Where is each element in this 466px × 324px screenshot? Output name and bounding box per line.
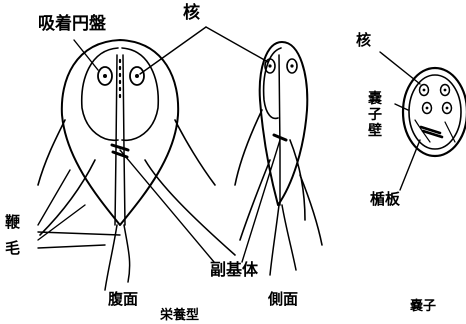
- cyst-outer-wall: [403, 68, 466, 156]
- parabasal-body-label: 副基体: [210, 262, 258, 278]
- cyst-wall-label-3: 壁: [368, 124, 382, 138]
- ventral-view-caption: 腹面: [108, 292, 138, 307]
- cyst: [403, 68, 466, 156]
- lateral-trophozoite: [235, 42, 322, 275]
- sucking-disc-label: 吸着円盤: [38, 16, 106, 33]
- flagellum-label-1: 鞭: [5, 215, 20, 230]
- cyst-nucleus-label: 核: [356, 33, 371, 48]
- trophozoite-caption: 栄養型: [160, 309, 199, 322]
- cyst-wall-label-1: 嚢: [368, 92, 382, 106]
- ventral-sucking-disc-left: [82, 48, 118, 140]
- cyst-wall-label-2: 子: [368, 108, 382, 122]
- lateral-view-caption: 側面: [268, 292, 298, 307]
- flagellum-label-2: 毛: [5, 241, 20, 256]
- ventral-sucking-disc-right: [122, 48, 158, 140]
- median-body-label: 楯板: [370, 192, 400, 207]
- nucleus-label: 核: [183, 5, 200, 22]
- cyst-median-body: [421, 127, 442, 137]
- lateral-axostyle: [279, 55, 280, 205]
- cyst-caption: 嚢子: [410, 300, 436, 313]
- leader-lines: [38, 27, 420, 262]
